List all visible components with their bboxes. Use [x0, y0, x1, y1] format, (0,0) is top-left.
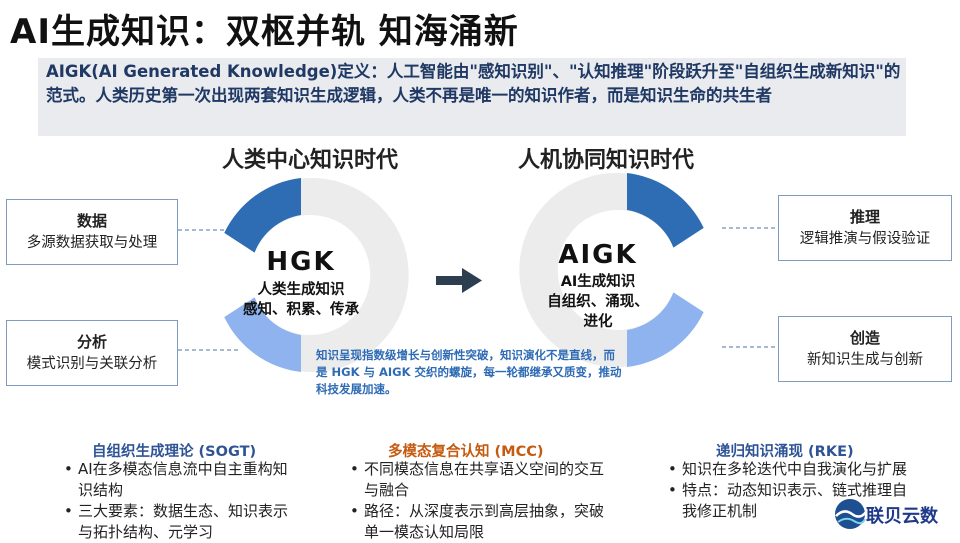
card-reasoning-title: 推理: [849, 208, 880, 226]
aigk-description-line2: 进化: [583, 314, 613, 330]
left-ring-segment-dark: [224, 178, 301, 253]
logo-text: 联贝云数: [866, 506, 938, 527]
list-item: 不同模态信息在共享语义空间的交互与融合: [348, 459, 610, 501]
hgk-label: HGK: [266, 247, 336, 277]
card-creation-title: 创造: [849, 329, 880, 347]
card-data: 数据 多源数据获取与处理: [6, 199, 178, 265]
aigk-label: AIGK: [558, 240, 638, 270]
definition-box: [38, 58, 906, 136]
card-creation-subtitle: 新知识生成与创新: [807, 352, 923, 368]
definition-text: AIGK(AI Generated Knowledge)定义：人工智能由"感知识…: [46, 62, 901, 105]
card-data-subtitle: 多源数据获取与处理: [26, 235, 158, 251]
rke-list: 知识在多轮迭代中自我演化与扩展 特点：动态知识表示、链式推理自我修正机制: [666, 459, 916, 522]
aigk-subtitle: AI生成知识: [560, 274, 636, 290]
list-item: 三大要素：数据生态、知识表示与拓扑结构、元学习: [62, 501, 302, 543]
right-ring-segment-dark: [627, 173, 704, 248]
left-era-heading: 人类中心知识时代: [222, 148, 399, 173]
list-item: 知识在多轮迭代中自我演化与扩展: [666, 459, 916, 480]
center-arrow: [436, 268, 482, 293]
mcc-heading: 多模态复合认知 (MCC): [388, 444, 544, 460]
right-ring: [519, 172, 704, 367]
aigk-description-line1: 自组织、涌现、: [547, 294, 649, 310]
hgk-subtitle: 人类生成知识: [257, 282, 345, 298]
list-item: 路径：从深度表示到高层抽象，突破单一模态认知局限: [348, 501, 610, 543]
list-item: AI在多模态信息流中自主重构知识结构: [62, 459, 302, 501]
right-ring-segment-light: [627, 292, 704, 367]
hgk-description: 感知、积累、传承: [243, 302, 359, 318]
spiral-note: 知识呈现指数级增长与创新性突破，知识演化不是直线，而是 HGK 与 AIGK 交…: [316, 348, 622, 396]
list-item: 特点：动态知识表示、链式推理自我修正机制: [666, 480, 916, 522]
card-analysis: 分析 模式识别与关联分析: [6, 320, 178, 386]
page-title: AI生成知识：双枢并轨 知海涌新: [10, 12, 519, 52]
sogt-list: AI在多模态信息流中自主重构知识结构 三大要素：数据生态、知识表示与拓扑结构、元…: [62, 459, 302, 543]
right-era-heading: 人机协同知识时代: [518, 148, 695, 173]
card-analysis-subtitle: 模式识别与关联分析: [26, 356, 158, 372]
card-reasoning: 推理 逻辑推演与假设验证: [778, 195, 952, 261]
card-analysis-title: 分析: [76, 333, 107, 351]
left-ring-segment-light: [224, 297, 301, 372]
card-creation: 创造 新知识生成与创新: [778, 316, 952, 382]
card-reasoning-subtitle: 逻辑推演与假设验证: [799, 231, 931, 247]
card-data-title: 数据: [76, 212, 107, 230]
sogt-heading: 自组织生成理论 (SOGT): [92, 444, 257, 460]
mcc-list: 不同模态信息在共享语义空间的交互与融合 路径：从深度表示到高层抽象，突破单一模态…: [348, 459, 610, 543]
rke-heading: 递归知识涌现 (RKE): [716, 444, 854, 460]
company-logo: [835, 499, 867, 529]
left-ring: [224, 178, 409, 372]
